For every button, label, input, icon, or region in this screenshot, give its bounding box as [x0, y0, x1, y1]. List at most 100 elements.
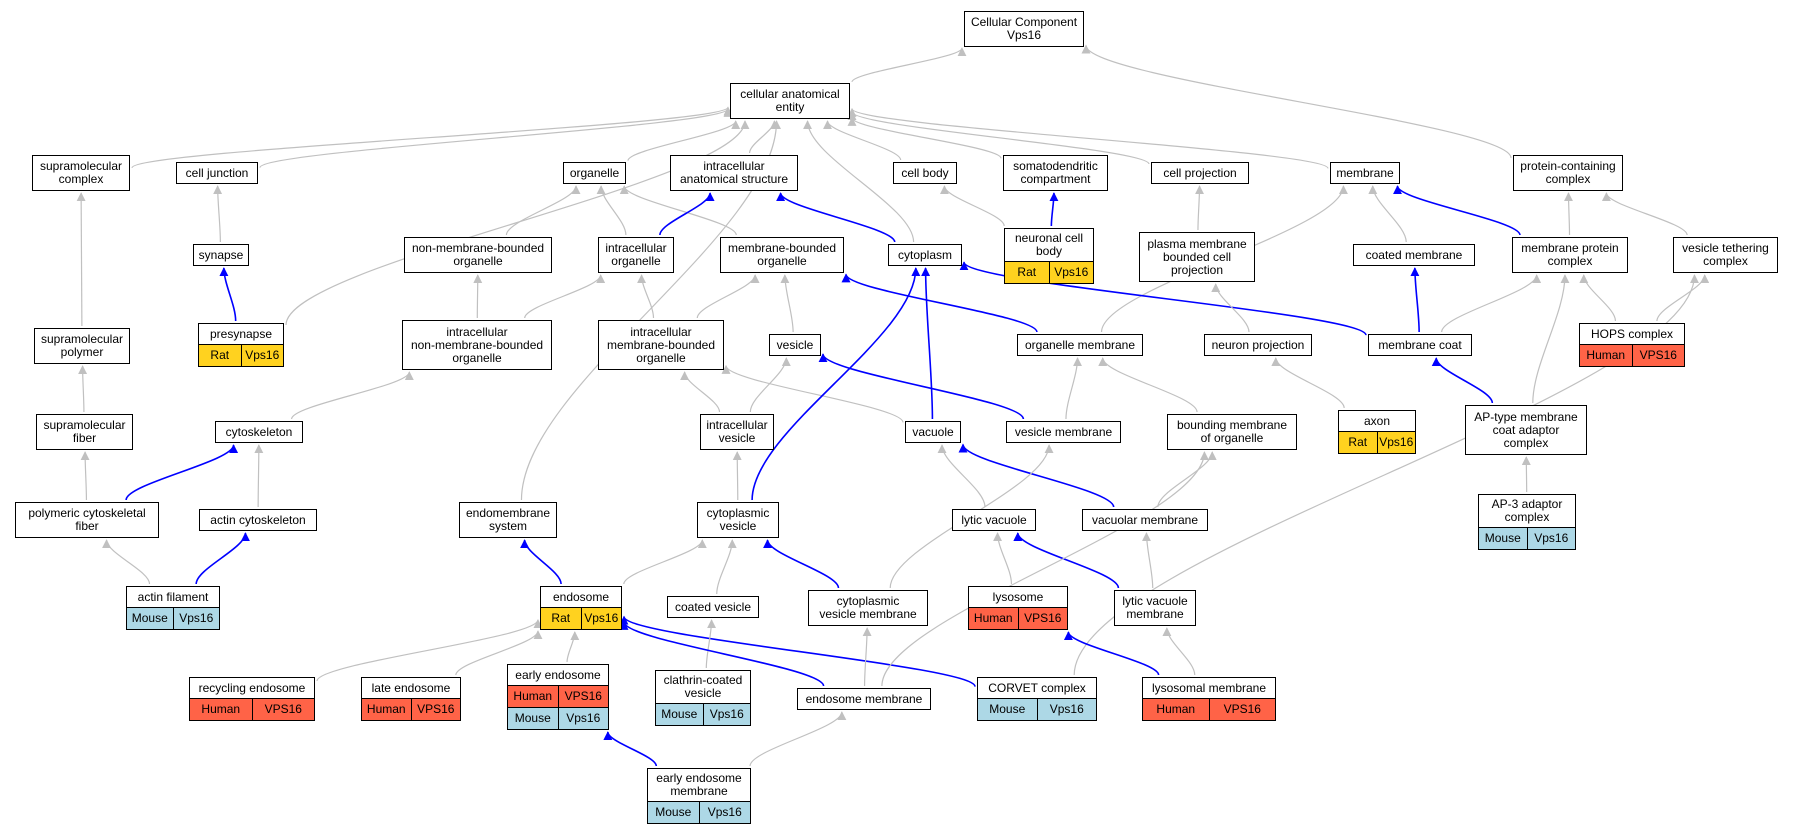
edge-membrane-protein-complex-to-membrane: [1393, 185, 1521, 236]
node-label: vacuole: [912, 424, 954, 439]
node-supramolecular-fiber[interactable]: supramolecular fiber: [36, 414, 133, 450]
edge-actin-filament-to-actin-cytoskeleton: [195, 532, 250, 585]
species-cell: Mouse: [656, 704, 703, 725]
edge-vacuole-to-intracellular-membrane-bounded-organelle: [721, 364, 904, 423]
node-neuron-projection[interactable]: neuron projection: [1204, 334, 1312, 356]
edge-vesicle-to-membrane-bounded-organelle: [780, 274, 794, 333]
node-cae[interactable]: cellular anatomical entity: [730, 83, 850, 119]
edge-early-endosome-membrane-to-early-endosome: [603, 731, 658, 767]
gene-cell: VPS16: [1208, 699, 1275, 720]
species-cell: Mouse: [508, 708, 558, 729]
node-cell-junction[interactable]: cell junction: [176, 162, 258, 184]
node-membrane-coat[interactable]: membrane coat: [1368, 334, 1472, 356]
node-lytic-vacuole[interactable]: lytic vacuole: [952, 509, 1036, 531]
node-label: membrane: [1336, 165, 1394, 180]
node-vesicle[interactable]: vesicle: [769, 334, 821, 356]
edge-lysosomal-membrane-to-lysosome: [1063, 631, 1160, 676]
node-organelle-membrane[interactable]: organelle membrane: [1017, 334, 1143, 356]
node-organelle[interactable]: organelle: [563, 162, 626, 184]
edge-membrane-coat-to-coated-membrane: [1410, 267, 1420, 333]
node-label: cell junction: [185, 165, 249, 180]
node-cytoplasmic-vesicle-membrane[interactable]: cytoplasmic vesicle membrane: [808, 590, 928, 626]
node-vacuole[interactable]: vacuole: [905, 421, 961, 443]
node-intracellular-organelle[interactable]: intracellular organelle: [598, 237, 674, 273]
node-cytoplasm[interactable]: cytoplasm: [888, 244, 962, 266]
node-label: protein-containing complex: [1520, 159, 1616, 186]
node-label: late endosome: [371, 680, 451, 695]
node-cytoskeleton[interactable]: cytoskeleton: [215, 421, 303, 443]
edge-endosome-membrane-to-cytoplasmic-vesicle-membrane: [862, 627, 872, 687]
edge-somatodendritic-compartment-to-cae: [847, 116, 1002, 159]
node-membrane-protein-complex[interactable]: membrane protein complex: [1512, 237, 1628, 273]
node-vesicle-membrane[interactable]: vesicle membrane: [1006, 421, 1121, 443]
node-supramolecular-polymer[interactable]: supramolecular polymer: [34, 328, 130, 364]
node-non-membrane-bounded-organelle[interactable]: non-membrane-bounded organelle: [404, 237, 552, 273]
node-coated-vesicle[interactable]: coated vesicle: [667, 596, 759, 618]
node-intracellular-non-membrane-bounded-organelle[interactable]: intracellular non-membrane-bounded organ…: [402, 320, 552, 370]
node-cc-root[interactable]: Cellular Component Vps16: [964, 11, 1084, 47]
node-cell-body[interactable]: cell body: [893, 162, 957, 184]
species-cell: Mouse: [127, 608, 173, 629]
node-lytic-vacuole-membrane[interactable]: lytic vacuole membrane: [1114, 590, 1196, 626]
node-cytoplasmic-vesicle[interactable]: cytoplasmic vesicle: [697, 502, 779, 538]
node-polymeric-cytoskeletal-fiber[interactable]: polymeric cytoskeletal fiber: [15, 502, 159, 538]
edge-vacuolar-membrane-to-vacuole: [958, 443, 1115, 508]
species-cell: Rat: [1339, 432, 1377, 453]
node-cell-projection[interactable]: cell projection: [1151, 162, 1249, 184]
node-label: supramolecular fiber: [43, 418, 126, 445]
node-synapse[interactable]: synapse: [193, 244, 249, 266]
node-label: organelle: [569, 165, 620, 180]
node-ap-type-membrane-coat-adaptor-complex[interactable]: AP-type membrane coat adaptor complex: [1465, 405, 1587, 455]
node-label: actin cytoskeleton: [210, 512, 306, 527]
edge-membrane-bounded-organelle-to-organelle: [619, 185, 737, 236]
node-label: coated vesicle: [674, 599, 752, 614]
node-membrane-bounded-organelle[interactable]: membrane-bounded organelle: [720, 237, 844, 273]
node-endomembrane-system[interactable]: endomembrane system: [459, 502, 557, 538]
node-intracellular-anatomical-structure[interactable]: intracellular anatomical structure: [670, 155, 798, 191]
node-plasma-membrane-bounded-cell-projection[interactable]: plasma membrane bounded cell projection: [1139, 232, 1255, 282]
edge-supramolecular-complex-to-cae: [131, 106, 733, 169]
node-bounding-membrane-of-organelle[interactable]: bounding membrane of organelle: [1167, 414, 1297, 450]
species-cell: Mouse: [648, 802, 699, 823]
node-endosome-membrane[interactable]: endosome membrane: [797, 688, 931, 710]
gene-cell: VPS16: [251, 699, 314, 720]
edge-intracellular-anatomical-structure-to-cae: [748, 120, 779, 154]
node-label: somatodendritic compartment: [1013, 159, 1098, 186]
species-cell: Human: [1580, 345, 1632, 366]
edge-hops-complex-to-vesicle-tethering-complex: [1656, 274, 1710, 322]
node-supramolecular-complex[interactable]: supramolecular complex: [32, 155, 130, 191]
edge-lysosome-to-lytic-vacuole: [993, 532, 1013, 585]
node-label: membrane-bounded organelle: [727, 241, 837, 268]
node-membrane[interactable]: membrane: [1330, 162, 1400, 184]
edge-protein-containing-complex-to-cc-root: [1081, 44, 1512, 159]
node-vesicle-tethering-complex[interactable]: vesicle tethering complex: [1673, 237, 1778, 273]
node-coated-membrane[interactable]: coated membrane: [1353, 244, 1475, 266]
node-intracellular-vesicle[interactable]: intracellular vesicle: [700, 414, 774, 450]
node-protein-containing-complex[interactable]: protein-containing complex: [1513, 155, 1623, 191]
node-vacuolar-membrane[interactable]: vacuolar membrane: [1082, 509, 1208, 531]
edge-coated-vesicle-to-cytoplasmic-vesicle: [716, 539, 737, 595]
node-actin-cytoskeleton[interactable]: actin cytoskeleton: [199, 509, 317, 531]
node-label: supramolecular complex: [39, 159, 123, 186]
node-intracellular-membrane-bounded-organelle[interactable]: intracellular membrane-bounded organelle: [598, 320, 724, 370]
gene-cell: Vps16: [1526, 528, 1575, 549]
node-somatodendritic-compartment[interactable]: somatodendritic compartment: [1003, 155, 1108, 191]
edge-lysosomal-membrane-to-lytic-vacuole-membrane: [1162, 627, 1196, 676]
